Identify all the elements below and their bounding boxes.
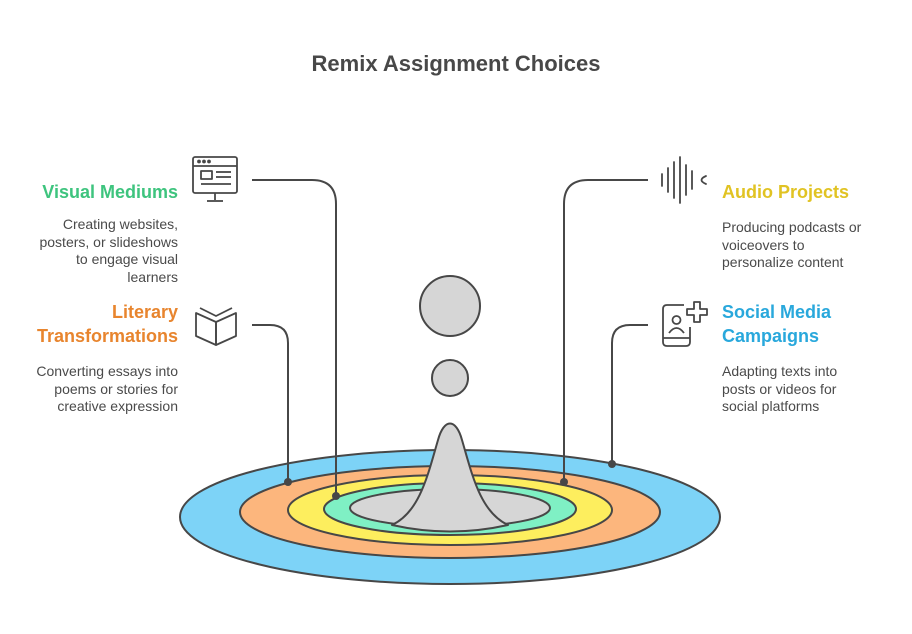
social-desc-line: social platforms bbox=[722, 398, 820, 414]
visual-heading: Visual Mediums bbox=[42, 182, 178, 202]
social-heading-line: Social Media bbox=[722, 302, 832, 322]
connector-audio bbox=[563, 179, 648, 482]
visual-desc-line: to engage visual bbox=[76, 251, 178, 267]
open-book-icon bbox=[195, 307, 237, 346]
connector-dot-visual bbox=[332, 492, 340, 500]
droplet-large bbox=[419, 275, 481, 337]
social-heading: Social Media Campaigns bbox=[722, 300, 902, 348]
visual-desc-line: posters, or slideshows bbox=[39, 233, 178, 250]
audio-description: Producing podcasts or voiceovers to pers… bbox=[722, 219, 902, 272]
connector-dot-social bbox=[608, 460, 616, 468]
diagram-title: Remix Assignment Choices bbox=[311, 51, 601, 76]
sound-wave-icon bbox=[661, 156, 707, 204]
social-desc-line: Adapting texts into bbox=[722, 363, 838, 379]
droplet-small bbox=[431, 359, 469, 397]
splash-peak bbox=[391, 422, 509, 533]
literary-heading-line: Literary bbox=[111, 302, 178, 322]
connector-dot-literary bbox=[284, 478, 292, 486]
visual-description: Creating websites, posters, or slideshow… bbox=[18, 216, 178, 286]
connector-literary bbox=[252, 324, 289, 482]
visual-desc-line: Creating websites, bbox=[62, 216, 178, 232]
connector-visual bbox=[252, 179, 337, 496]
visual-desc-line: learners bbox=[127, 268, 178, 285]
literary-heading-line: Transformations bbox=[36, 326, 178, 346]
audio-desc-line: voiceovers to bbox=[722, 236, 805, 253]
literary-desc-line: Converting essays into bbox=[36, 363, 178, 379]
literary-heading: Literary Transformations bbox=[18, 300, 178, 348]
audio-heading: Audio Projects bbox=[722, 182, 850, 202]
connector-social bbox=[611, 324, 648, 464]
phone-profile-plus-icon bbox=[662, 301, 708, 347]
social-description: Adapting texts into posts or videos for … bbox=[722, 363, 902, 416]
connector-dot-audio bbox=[560, 478, 568, 486]
literary-description: Converting essays into poems or stories … bbox=[18, 363, 178, 416]
web-page-monitor-icon bbox=[192, 156, 238, 202]
literary-desc-line: creative expression bbox=[57, 398, 178, 414]
audio-desc-line: Producing podcasts or bbox=[722, 219, 862, 235]
literary-desc-line: poems or stories for bbox=[54, 380, 178, 397]
audio-desc-line: personalize content bbox=[722, 254, 844, 270]
social-heading-line: Campaigns bbox=[722, 326, 820, 346]
social-desc-line: posts or videos for bbox=[722, 380, 837, 397]
